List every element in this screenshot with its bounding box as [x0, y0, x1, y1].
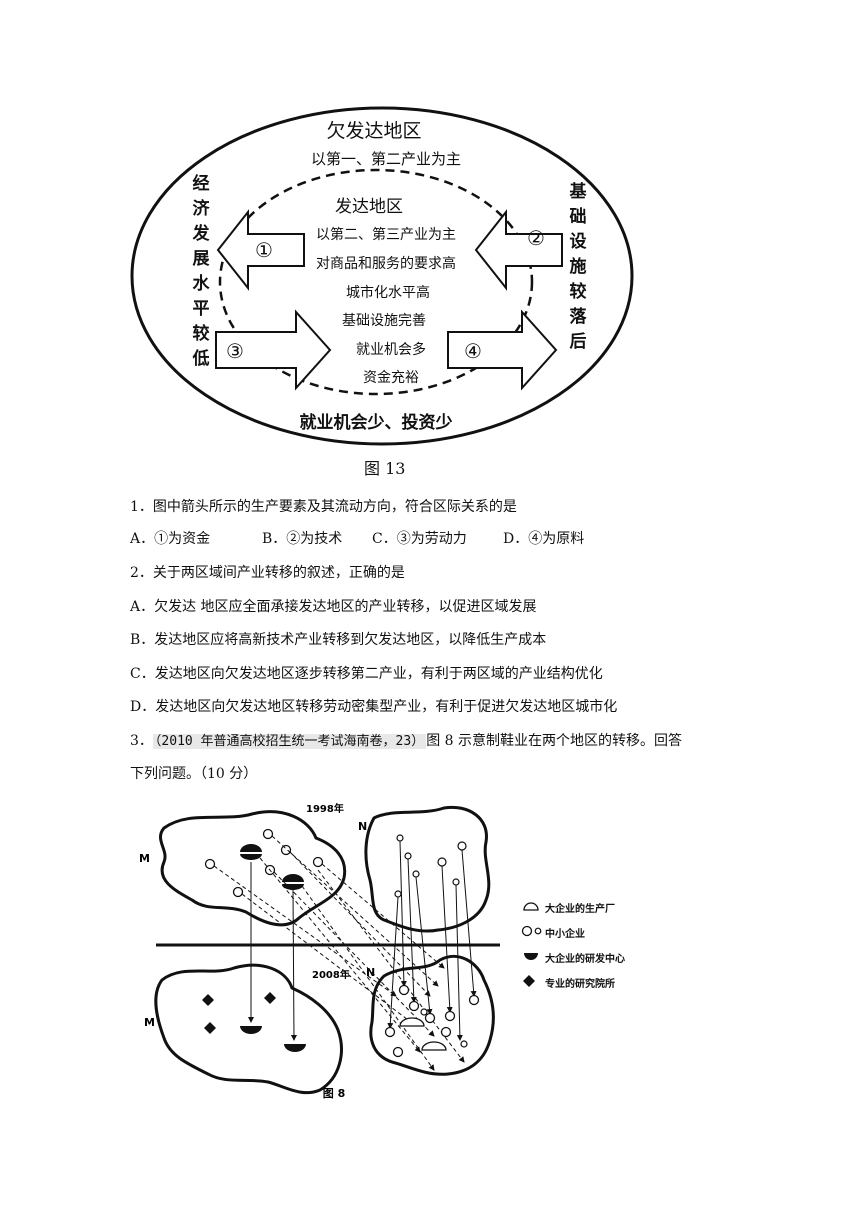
sme-icon [384, 1026, 396, 1038]
inner-dashed-ellipse [218, 168, 534, 396]
sme-icon [521, 925, 542, 937]
sme-icon [440, 1026, 452, 1038]
arrow-4 [447, 309, 558, 391]
label-n-1998: N [358, 820, 367, 833]
research-institute-icon [202, 994, 214, 1006]
label-n-2008: N [366, 966, 375, 979]
q3-number: 3． [130, 733, 153, 749]
sme-icon [280, 844, 292, 856]
rd-center-icon [284, 1044, 306, 1052]
figure-13-caption: 图 13 [364, 459, 406, 478]
sme-icon [420, 1008, 428, 1016]
question-3-line-2: 下列问题。（10 分） [130, 766, 258, 782]
sme-icon [452, 878, 460, 886]
inner-line-6: 资金充裕 [363, 370, 419, 386]
inner-line-5: 就业机会多 [356, 341, 426, 358]
right-vertical-label: 基础设施较落后 [569, 182, 587, 352]
q2-option-b: B．发达地区应将高新技术产业转移到欠发达地区，以降低生产成本 [130, 632, 547, 648]
arrow-label-4: ④ [464, 339, 482, 363]
inner-line-2: 对商品和服务的要求高 [316, 255, 456, 272]
sme-icon [460, 1040, 468, 1048]
year-1998: 1998年 [306, 802, 344, 815]
arrow-2 [474, 209, 563, 291]
sme-icon [444, 1010, 456, 1022]
rd-center-icon [524, 953, 538, 960]
arrow-label-3: ③ [226, 339, 244, 363]
sme-icon [232, 886, 244, 898]
question-1: 1．图中箭头所示的生产要素及其流动方向，符合区际关系的是 [130, 499, 517, 515]
arrow-1 [216, 209, 305, 291]
sme-icon [457, 841, 467, 851]
legend-item: 大企业的研发中心 [521, 945, 625, 970]
sme-icon [408, 1000, 420, 1012]
inner-line-3: 城市化水平高 [346, 284, 430, 301]
rd-center-icon [240, 1026, 262, 1034]
sme-icon [204, 858, 216, 870]
arrow-label-1: ① [255, 238, 273, 262]
region-m-2008 [154, 963, 343, 1095]
legend-item: 中小企业 [521, 920, 625, 945]
sme-icon [424, 1012, 436, 1024]
inner-title: 发达地区 [335, 197, 403, 217]
research-institute-icon [204, 1022, 216, 1034]
research-institute-icon [264, 992, 276, 1004]
sme-icon [468, 994, 480, 1006]
sme-icon [396, 834, 404, 842]
legend-item: 大企业的生产厂 [521, 895, 625, 920]
q1-option-d: D．④为原料 [503, 531, 585, 547]
q2-option-d: D．发达地区向欠发达地区转移劳动密集型产业，有利于促进欠发达地区城市化 [130, 699, 618, 715]
label-m-1998: M [139, 852, 150, 865]
factory-icon [523, 902, 539, 911]
inner-line-4: 基础设施完善 [342, 312, 426, 329]
sme-icon [404, 852, 412, 860]
arrow-3 [215, 309, 332, 391]
region-n-1998 [364, 805, 491, 933]
figure-8-legend: 大企业的生产厂 中小企业 大企业的研发中心 专业的研究院所 [521, 895, 625, 995]
q3-text: 图 8 示意制鞋业在两个地区的转移。回答 [426, 733, 683, 749]
factory-icon [421, 1041, 447, 1051]
sme-icon [394, 890, 402, 898]
sme-icon [262, 828, 274, 840]
region-n-2008 [369, 954, 495, 1076]
sme-icon [392, 1046, 404, 1058]
outer-title: 欠发达地区 [326, 120, 421, 142]
figure-13-diagram: ① ② ③ ④ 欠发达地区 以第一、第二产业为主 发达地区 以第二、第三产业为主… [130, 106, 634, 446]
region-m-1998 [158, 810, 347, 927]
q1-option-a: A．①为资金 [130, 531, 211, 547]
left-vertical-label: 经济发展水平较低 [192, 174, 210, 369]
year-2008: 2008年 [312, 968, 350, 981]
q2-option-a: A．欠发达 地区应全面承接发达地区的产业转移，以促进区域发展 [130, 599, 537, 615]
research-institute-icon [523, 975, 535, 987]
question-2: 2．关于两区域间产业转移的叙述，正确的是 [130, 565, 405, 581]
legend-label: 专业的研究院所 [545, 979, 615, 990]
sme-icon [437, 857, 447, 867]
q1-option-c: C．③为劳动力 [372, 531, 467, 547]
question-3: 3．（2010 年普通高校招生统一考试海南卷，23）图 8 示意制鞋业在两个地区… [130, 731, 682, 752]
figure-8-caption: 图 8 [323, 1087, 345, 1100]
question-1-options: A．①为资金 B．②为技术 C．③为劳动力 D．④为原料 [130, 529, 584, 549]
rd-center-icon [240, 844, 262, 860]
label-m-2008: M [144, 1016, 155, 1029]
legend-item: 专业的研究院所 [521, 970, 625, 995]
arrow-label-2: ② [527, 226, 545, 250]
legend-label: 大企业的研发中心 [545, 954, 625, 965]
inner-line-1: 以第二、第三产业为主 [316, 226, 456, 243]
q3-source: （2010 年普通高校招生统一考试海南卷，23） [152, 734, 427, 749]
figure-8-map: 1998年 2008年 M N M N [139, 802, 500, 1100]
factory-icon [399, 1017, 425, 1027]
outer-ellipse [130, 106, 634, 446]
legend-label: 中小企业 [545, 929, 585, 940]
outer-subtitle: 以第一、第二产业为主 [311, 150, 461, 168]
legend-label: 大企业的生产厂 [545, 904, 615, 915]
sme-icon [412, 870, 420, 878]
q1-option-b: B．②为技术 [262, 531, 343, 547]
bottom-text: 就业机会少、投资少 [300, 412, 453, 433]
q2-option-c: C．发达地区向欠发达地区逐步转移第二产业，有利于两区域的产业结构优化 [130, 666, 603, 682]
rd-center-icon [282, 874, 304, 890]
sme-icon [312, 856, 324, 868]
sme-icon [398, 984, 410, 996]
